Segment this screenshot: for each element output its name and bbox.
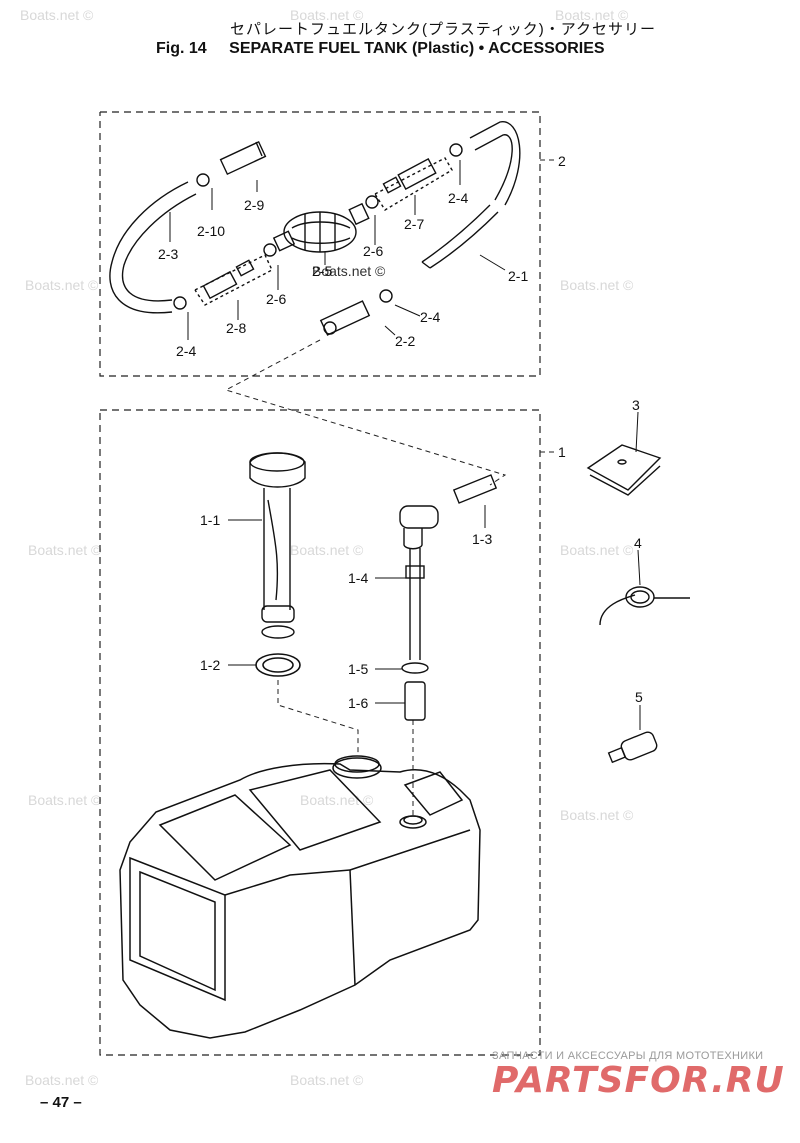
watermark: Boats.net © bbox=[28, 792, 102, 808]
accessory-4 bbox=[599, 594, 636, 626]
callouts: 2 1 2-1 2-2 2-3 2-4 2-4 2-4 2-5 2-6 2-6 … bbox=[158, 153, 643, 711]
callout-2-8: 2-8 bbox=[226, 320, 246, 336]
callout-1-4: 1-4 bbox=[348, 570, 368, 586]
figure-number: Fig. 14 bbox=[156, 40, 207, 57]
watermark: Boats.net © bbox=[312, 263, 386, 279]
callout-2-9: 2-9 bbox=[244, 197, 264, 213]
watermark: Boats.net © bbox=[25, 277, 99, 293]
accessory-3 bbox=[586, 444, 662, 491]
hose-2-1-lower bbox=[429, 211, 499, 269]
callout-2-10: 2-10 bbox=[197, 223, 225, 239]
hose-2-1-upper bbox=[469, 121, 521, 206]
watermark: Boats.net © bbox=[290, 542, 364, 558]
callout-2-2: 2-2 bbox=[395, 333, 415, 349]
callout-2-6: 2-6 bbox=[363, 243, 383, 259]
watermark: Boats.net © bbox=[20, 7, 94, 23]
group-2-box bbox=[99, 111, 541, 377]
callout-1: 1 bbox=[558, 444, 566, 460]
watermark: Boats.net © bbox=[560, 277, 634, 293]
gasket bbox=[255, 653, 301, 677]
callout-2-1: 2-1 bbox=[508, 268, 528, 284]
promo-logo: PARTSFOR.RU bbox=[492, 1060, 785, 1101]
watermark: Boats.net © bbox=[300, 792, 374, 808]
watermark: Boats.net © bbox=[290, 1072, 364, 1088]
callout-3: 3 bbox=[632, 397, 640, 413]
watermark: Boats.net © bbox=[560, 542, 634, 558]
watermark: Boats.net © bbox=[25, 1072, 99, 1088]
figure-title: Fig. 14 SEPARATE FUEL TANK (Plastic) • A… bbox=[156, 40, 605, 58]
callout-leaders bbox=[169, 160, 641, 730]
callout-1-3: 1-3 bbox=[472, 531, 492, 547]
fuel-pickup bbox=[399, 474, 498, 721]
callout-2-3: 2-3 bbox=[158, 246, 178, 262]
promo-tagline: ЗАПЧАСТИ И АКСЕССУАРЫ ДЛЯ МОТОТЕХНИКИ bbox=[492, 1050, 764, 1062]
page-number: – 47 – bbox=[40, 1094, 82, 1111]
callout-2-5: 2-5 bbox=[312, 263, 332, 279]
callout-2-4: 2-4 bbox=[176, 343, 196, 359]
callout-1-1: 1-1 bbox=[200, 512, 220, 528]
watermark: Boats.net © bbox=[560, 807, 634, 823]
watermarks: Boats.net © Boats.net © Boats.net © Boat… bbox=[20, 7, 634, 1088]
accessories bbox=[586, 444, 690, 764]
callout-5: 5 bbox=[635, 689, 643, 705]
callout-2-7: 2-7 bbox=[404, 216, 424, 232]
figure-caption: SEPARATE FUEL TANK (Plastic) • ACCESSORI… bbox=[229, 40, 605, 57]
callout-1-6: 1-6 bbox=[348, 695, 368, 711]
callout-1-2: 1-2 bbox=[200, 657, 220, 673]
title-japanese: セパレートフュエルタンク(プラスティック)・アクセサリー bbox=[230, 21, 657, 38]
watermark: Boats.net © bbox=[555, 7, 629, 23]
leader-lines bbox=[224, 159, 555, 815]
callout-2-4: 2-4 bbox=[448, 190, 468, 206]
hose-2-3 bbox=[109, 181, 189, 314]
callout-2-6: 2-6 bbox=[266, 291, 286, 307]
fuel-tank bbox=[119, 755, 481, 1039]
watermark: Boats.net © bbox=[28, 542, 102, 558]
callout-1-5: 1-5 bbox=[348, 661, 368, 677]
watermark: Boats.net © bbox=[290, 7, 364, 23]
fuel-gauge bbox=[249, 452, 306, 639]
hose-kit bbox=[109, 121, 521, 336]
callout-4: 4 bbox=[634, 535, 642, 551]
group-1-box bbox=[99, 409, 541, 1056]
callout-2: 2 bbox=[558, 153, 566, 169]
callout-2-4: 2-4 bbox=[420, 309, 440, 325]
